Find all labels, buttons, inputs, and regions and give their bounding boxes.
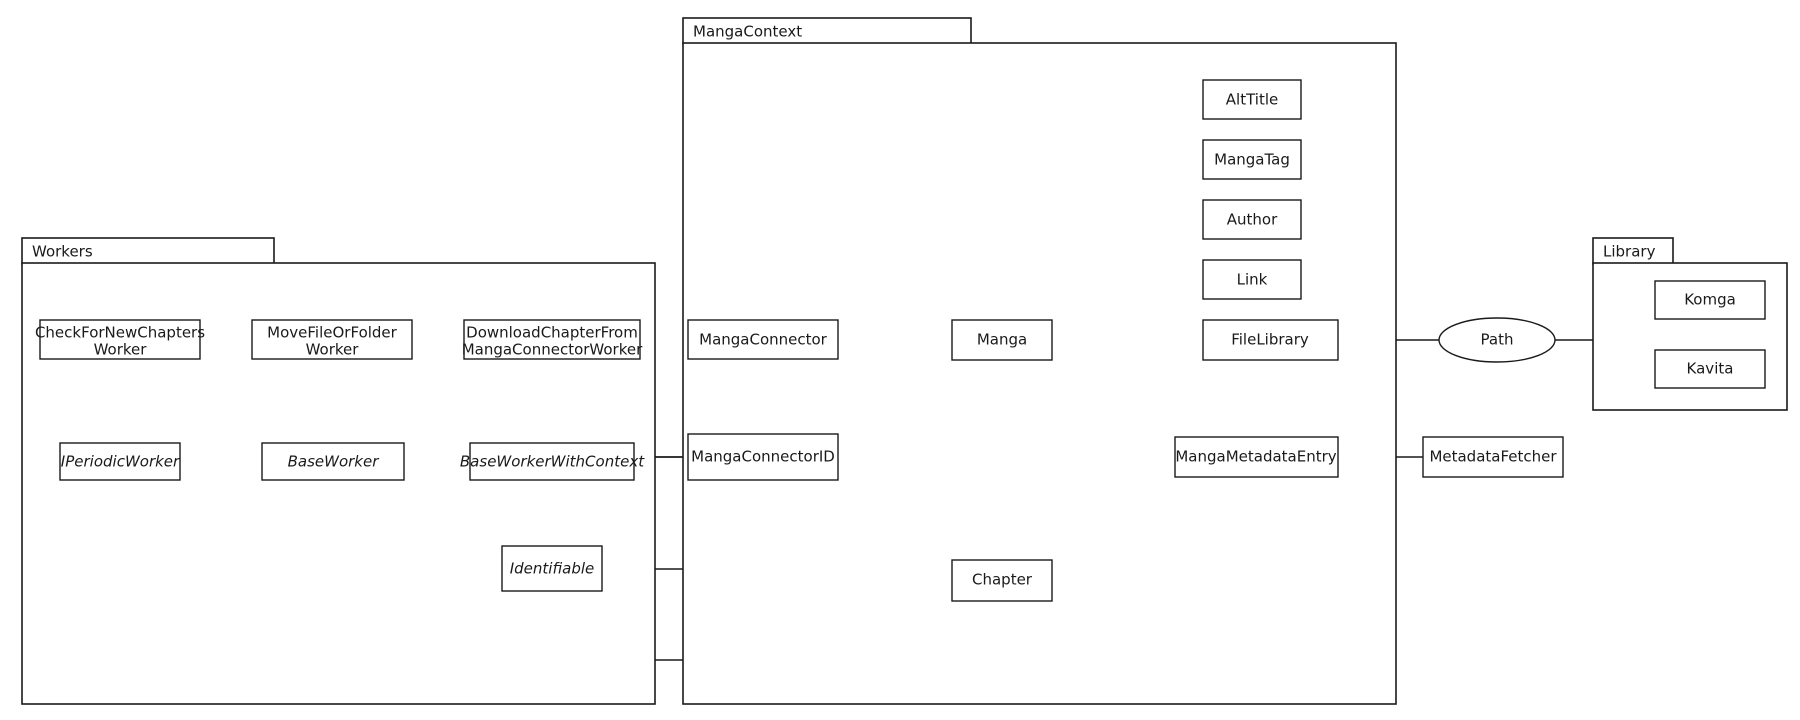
node-label-movefileorfolderworker-line2: Worker (306, 341, 360, 359)
node-label-downloadchapter-line1: DownloadChapterFrom (466, 324, 638, 342)
node-box-alttitle[interactable] (1202, 79, 1302, 120)
node-chapter[interactable]: Chapter (951, 559, 1053, 602)
node-filelibrary[interactable]: FileLibrary (1202, 319, 1339, 361)
node-box-baseworkerwithcontext[interactable] (469, 442, 635, 481)
node-label-alttitle: AltTitle (1226, 91, 1278, 109)
node-label-checkfornewchaptersworker-line1: CheckForNewChapters (35, 324, 205, 342)
node-box-link[interactable] (1202, 259, 1302, 300)
node-label-baseworker: BaseWorker (288, 453, 380, 471)
node-label-manga: Manga (977, 331, 1027, 349)
node-box-checkfornewchaptersworker[interactable] (39, 319, 201, 360)
node-baseworkerwithcontext[interactable]: BaseWorkerWithContext (460, 442, 645, 481)
node-metadatafetcher[interactable]: MetadataFetcher (1422, 436, 1564, 478)
node-box-metadatafetcher[interactable] (1422, 436, 1564, 478)
node-box-mangametadataentry[interactable] (1174, 436, 1339, 478)
node-label-filelibrary: FileLibrary (1231, 331, 1309, 349)
node-label-iperiodicworker: IPeriodicWorker (61, 453, 180, 471)
node-label-identifiable: Identifiable (510, 560, 595, 578)
node-label-baseworkerwithcontext: BaseWorkerWithContext (460, 453, 645, 471)
node-box-filelibrary[interactable] (1202, 319, 1339, 361)
node-mangaconnector[interactable]: MangaConnector (687, 319, 839, 360)
node-baseworker[interactable]: BaseWorker (261, 442, 405, 481)
node-label-author: Author (1227, 211, 1278, 229)
node-mangametadataentry[interactable]: MangaMetadataEntry (1174, 436, 1339, 478)
node-label-chapter: Chapter (972, 571, 1033, 589)
node-alttitle[interactable]: AltTitle (1202, 79, 1302, 120)
node-checkfornewchaptersworker[interactable]: CheckForNewChapters Worker (35, 319, 205, 360)
node-identifiable[interactable]: Identifiable (501, 545, 603, 592)
package-tab-workers (21, 237, 275, 265)
package-label-workers: Workers (32, 243, 93, 261)
node-label-path: Path (1481, 331, 1514, 349)
node-box-manga[interactable] (951, 319, 1053, 361)
node-movefileorfolderworker[interactable]: MoveFileOrFolder Worker (251, 319, 413, 360)
node-box-movefileorfolderworker[interactable] (251, 319, 413, 360)
node-box-baseworker[interactable] (261, 442, 405, 481)
node-ellipse-path[interactable] (1438, 317, 1556, 363)
node-label-link: Link (1237, 271, 1268, 289)
node-label-metadatafetcher: MetadataFetcher (1429, 448, 1557, 466)
node-mangatag[interactable]: MangaTag (1202, 139, 1302, 180)
package-label-library: Library (1603, 243, 1656, 261)
node-label-downloadchapter-line2: MangaConnectorWorker (462, 341, 643, 359)
node-label-mangaconnectorid: MangaConnectorID (691, 448, 835, 466)
node-manga[interactable]: Manga (951, 319, 1053, 361)
node-link[interactable]: Link (1202, 259, 1302, 300)
node-box-mangaconnector[interactable] (687, 319, 839, 360)
node-box-downloadchapterfrommangaconnectorworker[interactable] (463, 319, 641, 360)
node-box-mangaconnectorid[interactable] (687, 433, 839, 481)
node-label-komga: Komga (1684, 291, 1736, 309)
node-label-kavita: Kavita (1687, 360, 1734, 378)
node-komga[interactable]: Komga (1654, 280, 1766, 320)
node-path[interactable]: Path (1438, 317, 1556, 363)
node-box-identifiable[interactable] (501, 545, 603, 592)
node-box-iperiodicworker[interactable] (59, 442, 181, 481)
node-downloadchapterfrommangaconnectorworker[interactable]: DownloadChapterFrom MangaConnectorWorker (462, 319, 643, 360)
node-author[interactable]: Author (1202, 199, 1302, 240)
node-box-mangatag[interactable] (1202, 139, 1302, 180)
node-label-movefileorfolderworker-line1: MoveFileOrFolder (267, 324, 397, 342)
package-label-mangacontext: MangaContext (693, 23, 802, 41)
package-tab-library (1592, 237, 1674, 265)
node-label-mangametadataentry: MangaMetadataEntry (1175, 448, 1336, 466)
node-box-kavita[interactable] (1654, 349, 1766, 389)
node-mangaconnectorid[interactable]: MangaConnectorID (687, 433, 839, 481)
node-box-chapter[interactable] (951, 559, 1053, 602)
node-label-mangaconnector: MangaConnector (699, 331, 828, 349)
node-label-mangatag: MangaTag (1214, 151, 1290, 169)
node-box-komga[interactable] (1654, 280, 1766, 320)
package-tab-mangacontext (682, 17, 972, 45)
node-kavita[interactable]: Kavita (1654, 349, 1766, 389)
node-box-author[interactable] (1202, 199, 1302, 240)
node-iperiodicworker[interactable]: IPeriodicWorker (59, 442, 181, 481)
node-label-checkfornewchaptersworker-line2: Worker (94, 341, 148, 359)
